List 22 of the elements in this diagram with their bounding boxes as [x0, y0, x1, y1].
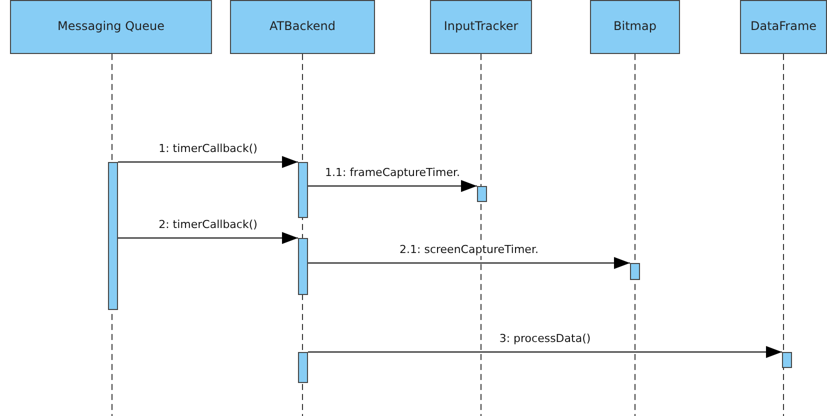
- message-label: 3: processData(): [497, 332, 593, 345]
- message-label: 1: timerCallback(): [156, 142, 260, 155]
- message-label: 1.1: frameCaptureTimer.: [323, 166, 462, 179]
- activation-bar: [630, 263, 640, 280]
- lifeline-header: ATBackend: [230, 0, 375, 54]
- activation-bar: [298, 352, 308, 383]
- lifeline-header: Messaging Queue: [10, 0, 212, 54]
- lifeline-header: DataFrame: [740, 0, 827, 54]
- activation-bar: [298, 162, 308, 218]
- activation-bar: [108, 162, 118, 310]
- lifeline-header: InputTracker: [430, 0, 532, 54]
- activation-bar: [298, 238, 308, 295]
- activation-bar: [477, 186, 487, 202]
- message-arrow: [308, 180, 478, 192]
- lifeline-header: Bitmap: [590, 0, 680, 54]
- message-arrow: [118, 232, 298, 244]
- message-arrow: [118, 156, 298, 168]
- message-arrow: [308, 257, 630, 269]
- message-label: 2.1: screenCaptureTimer.: [398, 243, 540, 256]
- activation-bar: [782, 352, 792, 368]
- message-arrow: [308, 346, 782, 358]
- message-label: 2: timerCallback(): [156, 218, 260, 231]
